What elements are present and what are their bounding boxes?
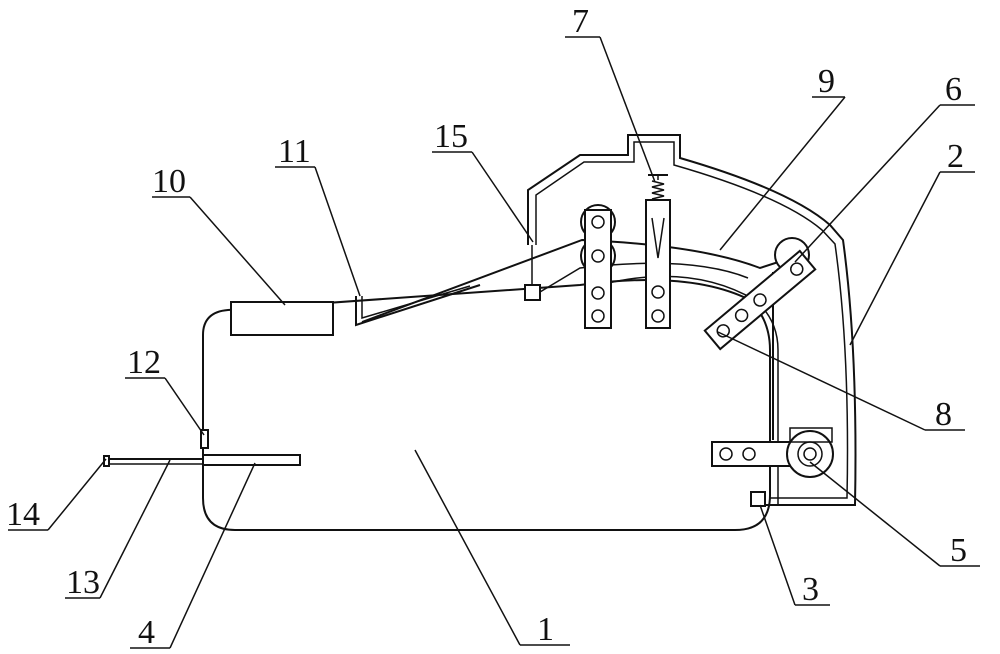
label-6: 6: [945, 71, 962, 108]
leader-lines: [8, 36, 980, 649]
needle-holder-hole-2: [651, 309, 665, 323]
label-13: 13: [66, 564, 100, 601]
label-14: 14: [6, 496, 40, 533]
bracket-left-hole-1: [591, 215, 605, 229]
label-4: 4: [138, 614, 155, 651]
bracket-left-hole-3: [591, 286, 605, 300]
outer-cover-inner: [535, 141, 849, 499]
block-15: [524, 284, 541, 301]
lower-roller-core: [803, 447, 817, 461]
bracket-left-hole-2: [591, 249, 605, 263]
main-body: [202, 279, 771, 531]
label-8: 8: [935, 396, 952, 433]
tilted-arm: [703, 249, 817, 351]
lower-arm-hole-1: [719, 447, 733, 461]
label-3: 3: [802, 571, 819, 608]
label-2: 2: [947, 138, 964, 175]
lower-arm-hole-2: [742, 447, 756, 461]
needle-tip: [651, 217, 665, 259]
panel-10: [230, 301, 334, 336]
label-5: 5: [950, 532, 967, 569]
label-12: 12: [127, 344, 161, 381]
lower-roller-bracket: [789, 427, 833, 443]
stopper-12: [200, 429, 209, 449]
label-11: 11: [278, 133, 311, 170]
bracket-left-hole-4: [591, 309, 605, 323]
bracket-left: [584, 209, 612, 329]
label-15: 15: [434, 118, 468, 155]
needle-holder: [645, 199, 671, 329]
ramp-11-inner: [361, 285, 471, 320]
label-7: 7: [572, 3, 589, 40]
inner-guide-channel: [599, 275, 779, 505]
label-1: 1: [537, 611, 554, 648]
label-10: 10: [152, 163, 186, 200]
ramp-11: [355, 284, 481, 327]
plate-4: [202, 454, 301, 466]
label-9: 9: [818, 63, 835, 100]
needle-holder-hole-1: [651, 285, 665, 299]
block-3: [750, 491, 766, 507]
lower-roller-outer: [786, 430, 834, 478]
spring-coil: [651, 180, 665, 200]
